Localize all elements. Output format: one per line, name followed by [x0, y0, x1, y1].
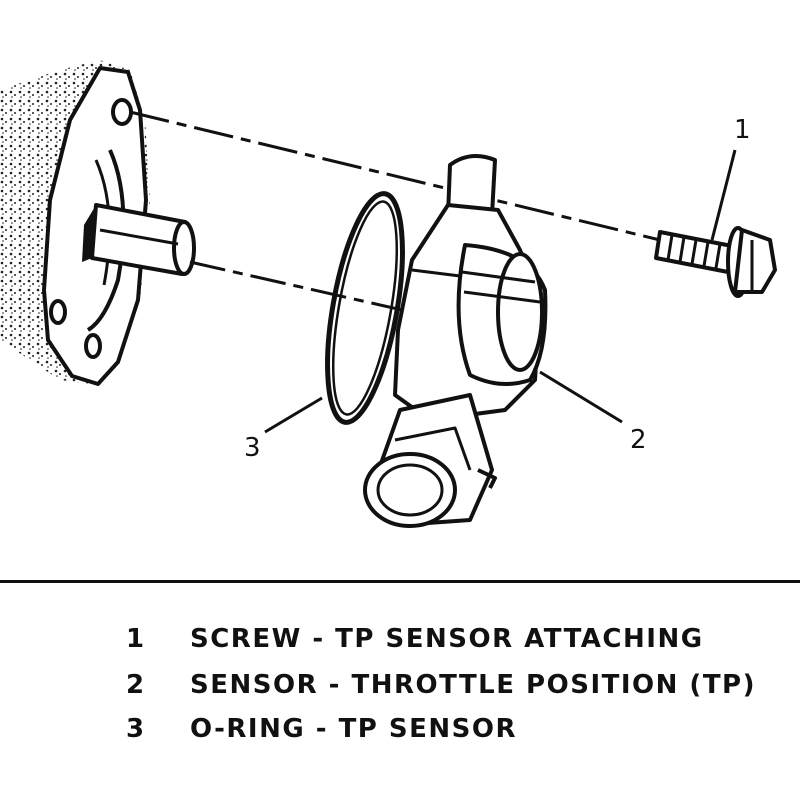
legend-text: O-RING - TP SENSOR: [190, 714, 518, 744]
callout-3: 3: [244, 433, 261, 463]
legend-number: 2: [126, 670, 146, 700]
leader-2: [539, 370, 623, 424]
throttle-body-housing: [0, 60, 150, 386]
alignment-lines: [129, 110, 661, 316]
exploded-parts-diagram: 1 2 3: [0, 60, 777, 528]
legend-row-2: 2 SENSOR - THROTTLE POSITION (TP): [0, 670, 800, 706]
legend-text: SENSOR - THROTTLE POSITION (TP): [190, 670, 756, 700]
legend-row-1: 1 SCREW - TP SENSOR ATTACHING: [0, 624, 800, 660]
legend-number: 1: [126, 624, 146, 654]
screw-alignment-line: [129, 110, 661, 242]
legend-text: SCREW - TP SENSOR ATTACHING: [190, 624, 704, 654]
tp-sensor: [363, 154, 548, 528]
throttle-shaft: [82, 203, 196, 276]
callout-leaders: [264, 149, 737, 434]
shaft-alignment-line: [189, 260, 421, 316]
o-ring: [325, 191, 405, 425]
screw: [654, 226, 777, 298]
callout-1: 1: [734, 115, 751, 145]
legend-row-3: 3 O-RING - TP SENSOR: [0, 714, 800, 750]
leader-3: [264, 396, 323, 434]
divider-line: [0, 580, 800, 583]
leader-1: [710, 149, 737, 241]
legend-number: 3: [126, 714, 146, 744]
callout-2: 2: [630, 425, 647, 455]
